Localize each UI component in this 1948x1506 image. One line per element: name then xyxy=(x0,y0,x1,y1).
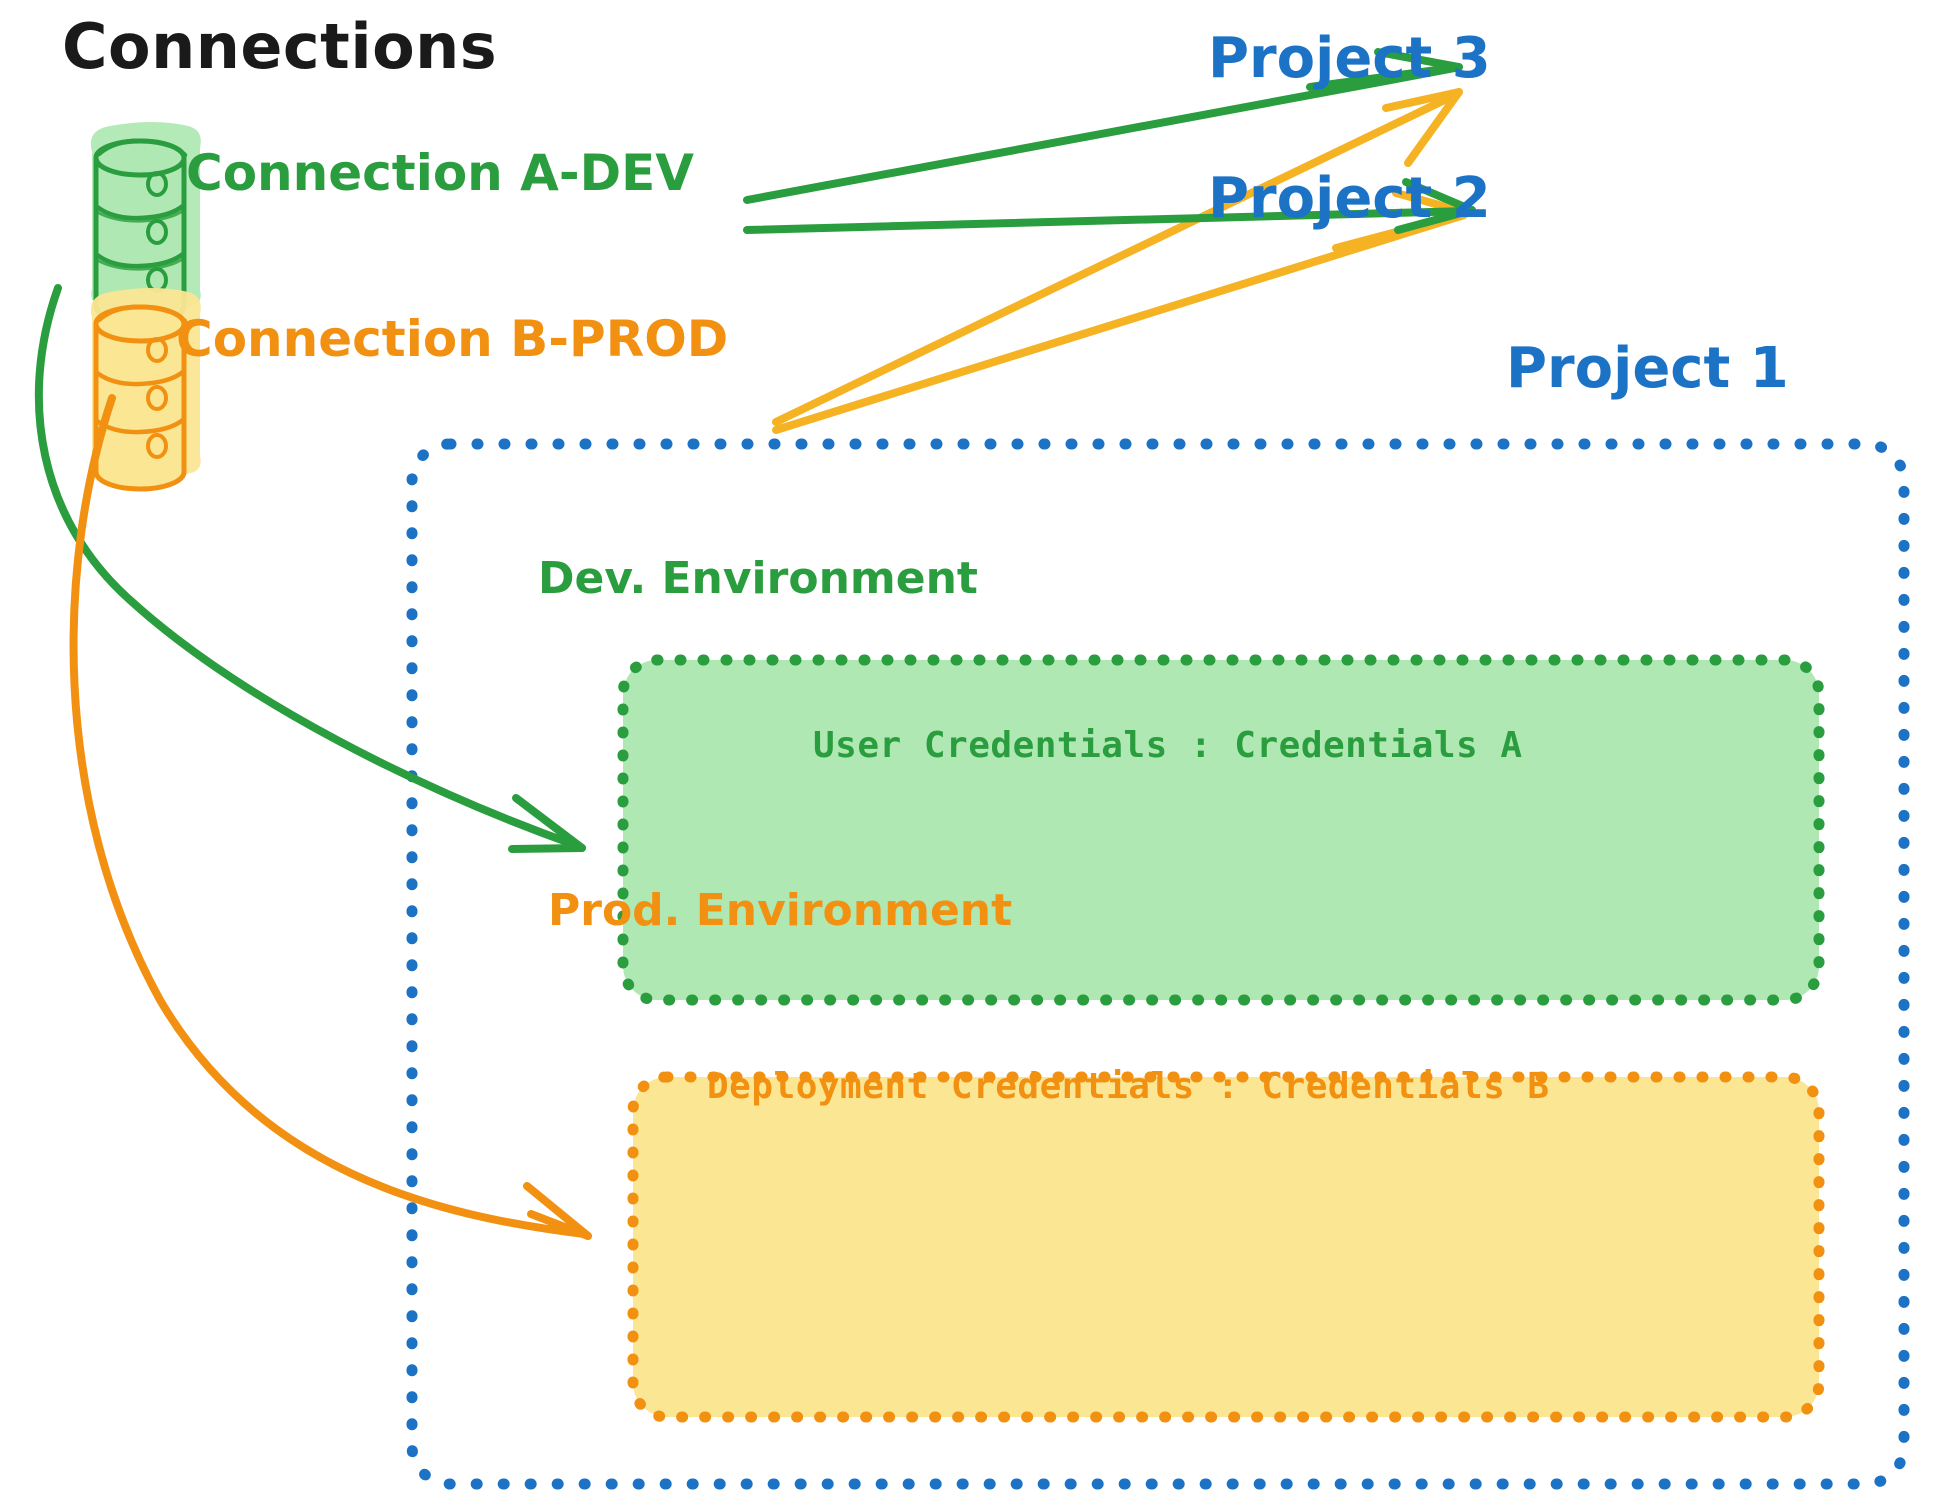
prod-environment-box[interactable] xyxy=(627,1071,1825,1423)
dev-environment-credentials: User Credentials : Credentials A xyxy=(813,725,1523,766)
project-1-container xyxy=(406,438,1910,1490)
database-cylinder-icon-green[interactable] xyxy=(90,122,201,326)
dev-environment-title: Dev. Environment xyxy=(538,553,978,604)
edge-b-to-prod-environment xyxy=(69,394,592,1240)
dev-environment-box[interactable] xyxy=(617,654,1825,1006)
edge-b-to-project-3 xyxy=(772,88,1463,426)
project-3-label[interactable]: Project 3 xyxy=(1208,26,1491,91)
page-title: Connections xyxy=(62,10,498,83)
connection-b-prod-label[interactable]: Connection B-PROD xyxy=(176,310,729,368)
edge-a-to-project-3 xyxy=(743,48,1463,204)
connection-a-dev-label[interactable]: Connection A-DEV xyxy=(186,144,694,202)
edge-a-to-dev-environment xyxy=(34,284,586,853)
database-cylinder-icon-orange[interactable] xyxy=(90,288,201,492)
prod-environment-credentials: Deployment Credentials : Credentials B xyxy=(707,1066,1550,1107)
project-2-label[interactable]: Project 2 xyxy=(1208,166,1491,231)
project-1-label[interactable]: Project 1 xyxy=(1506,336,1789,401)
prod-environment-title: Prod. Environment xyxy=(548,885,1013,936)
edge-a-to-project-2 xyxy=(743,178,1476,234)
